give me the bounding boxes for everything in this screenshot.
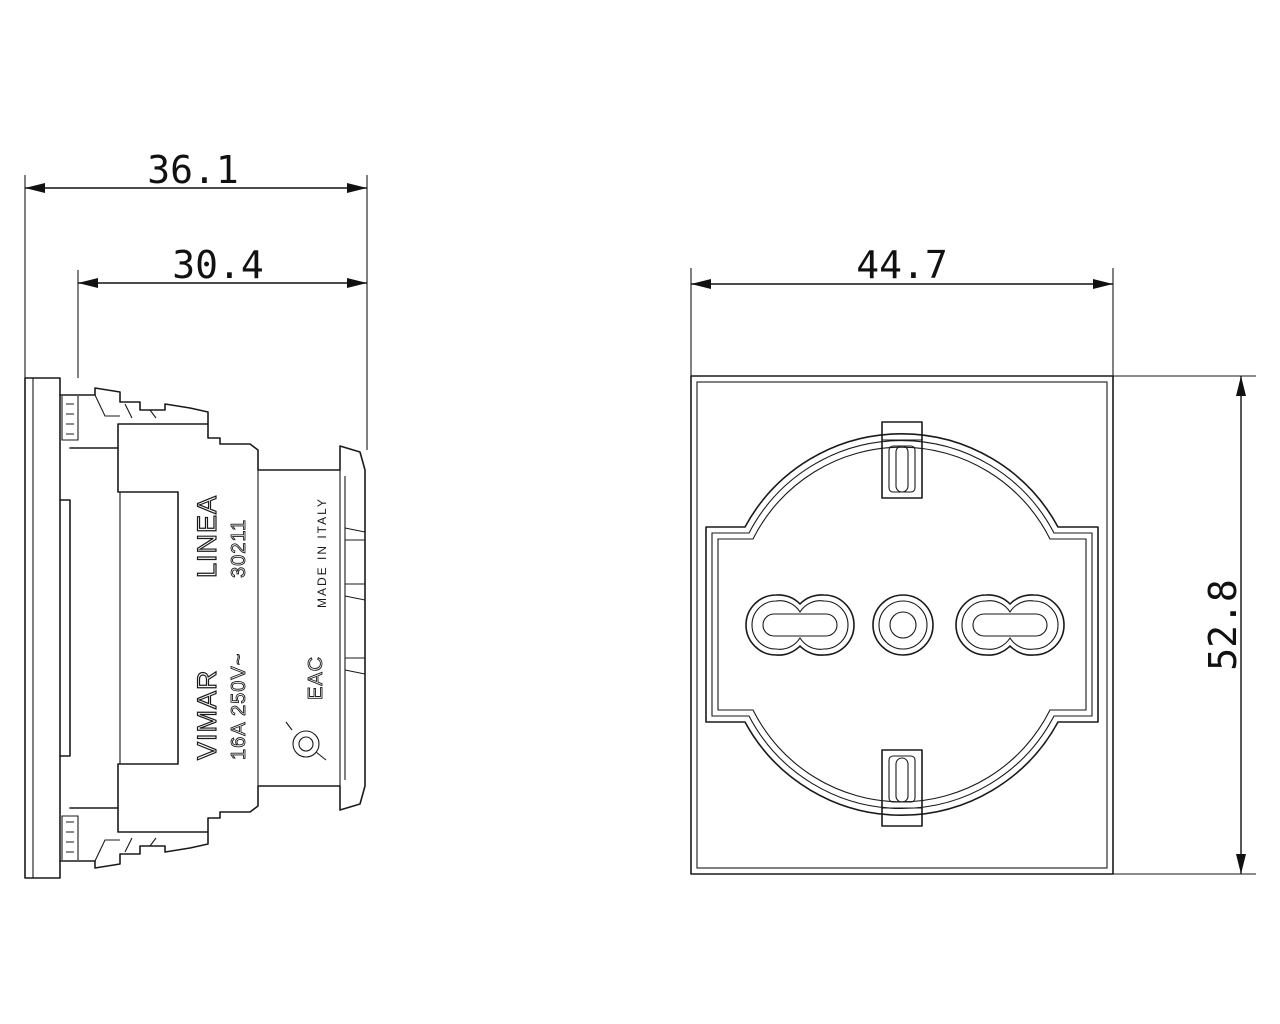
- series-label: LINEA: [192, 495, 222, 578]
- pin-hole-center: [872, 594, 934, 656]
- dimension-overall-depth: 36.1: [147, 148, 239, 192]
- earth-clip-top: [881, 421, 923, 499]
- brand-label: VIMAR: [192, 669, 222, 760]
- certification-mark: EAC: [305, 656, 327, 700]
- origin-label: MADE IN ITALY: [315, 497, 329, 608]
- pin-hole-right: [955, 594, 1065, 656]
- dimension-body-depth: 30.4: [172, 243, 264, 287]
- dimension-front-width: 44.7: [856, 243, 948, 287]
- front-view: 44.7 52.8: [690, 243, 1256, 875]
- rating-label: 16A 250V~: [228, 653, 250, 760]
- pin-hole-left: [745, 594, 855, 656]
- side-view: 36.1 30.4 LINEA 30211 VIMAR 16A 250V~ MA…: [24, 148, 368, 879]
- product-code: 30211: [228, 519, 250, 578]
- earth-clip-bottom: [881, 749, 923, 827]
- dimension-front-height: 52.8: [1201, 579, 1245, 671]
- front-plate: [690, 375, 1114, 875]
- approval-mark-icon: [285, 721, 327, 761]
- cover-plate-side: [24, 377, 61, 879]
- socket-recess: [705, 433, 1099, 816]
- mechanism-body-outline: [59, 387, 366, 869]
